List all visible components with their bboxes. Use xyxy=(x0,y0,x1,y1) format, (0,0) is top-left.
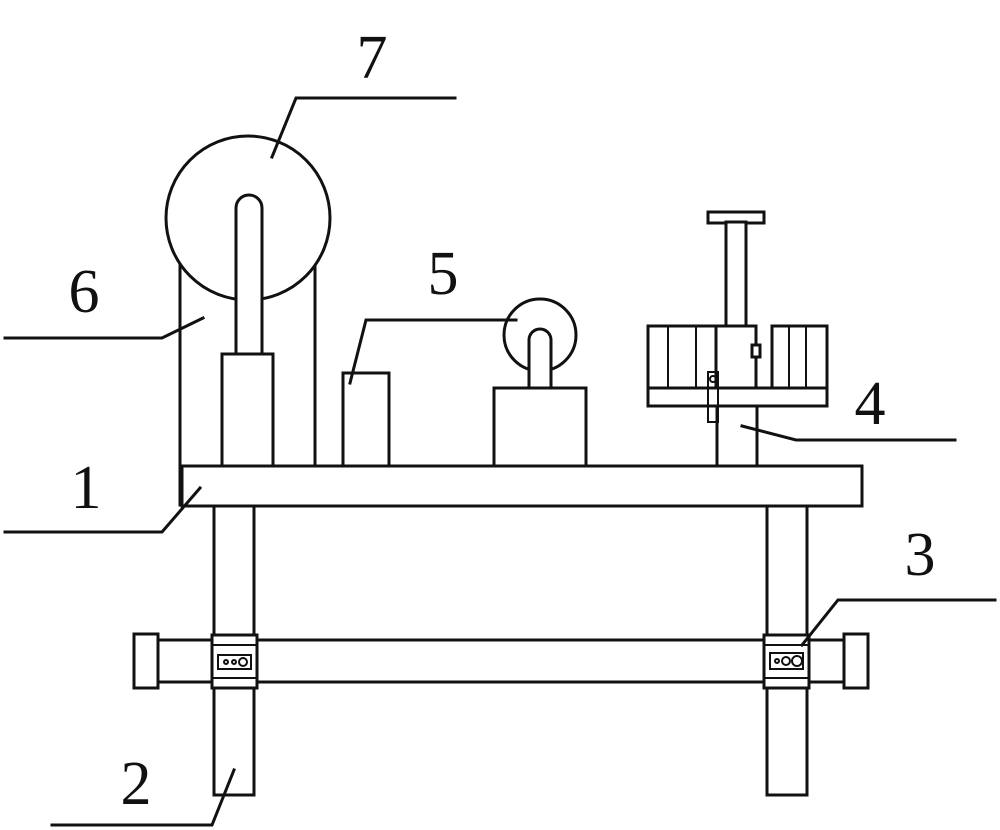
left-clamp xyxy=(210,633,259,690)
label-1: 1 xyxy=(71,454,102,522)
leader-3 xyxy=(799,598,997,648)
t-handle-stem xyxy=(724,220,748,330)
clamps xyxy=(210,633,811,690)
label-7: 7 xyxy=(357,24,388,92)
small-block xyxy=(341,371,391,468)
fixture-platform xyxy=(646,386,829,408)
wheel-base-block xyxy=(220,352,275,468)
label-2: 2 xyxy=(121,750,152,818)
sleeve-tab xyxy=(750,343,762,359)
fixture-assembly xyxy=(646,210,829,468)
fixture-slot xyxy=(707,371,719,423)
label-4: 4 xyxy=(855,370,886,438)
leader-1 xyxy=(3,485,203,534)
left-box xyxy=(646,324,718,390)
crossbar-right-cap xyxy=(842,632,870,690)
label-6: 6 xyxy=(69,258,100,326)
crossbar xyxy=(132,632,870,690)
fixture-sleeve xyxy=(714,324,758,390)
leader-7 xyxy=(270,96,457,159)
reference-numerals: 7 6 5 4 1 3 2 xyxy=(69,24,936,818)
leader-lines xyxy=(3,96,997,827)
leader-4 xyxy=(740,424,957,442)
frame-plate xyxy=(180,464,864,508)
fixture-column xyxy=(715,404,759,468)
label-3: 3 xyxy=(905,521,936,589)
label-5: 5 xyxy=(428,240,459,308)
leader-2 xyxy=(50,768,236,827)
crossbar-left-cap xyxy=(132,632,160,690)
roller-base-block xyxy=(492,386,588,468)
roller-unit xyxy=(492,297,588,468)
wheel-axle-post xyxy=(234,193,264,357)
leader-5 xyxy=(348,318,518,385)
right-box xyxy=(770,324,829,390)
leader-6 xyxy=(3,315,206,340)
large-wheel xyxy=(164,134,332,468)
roller-axle-post xyxy=(527,327,553,391)
